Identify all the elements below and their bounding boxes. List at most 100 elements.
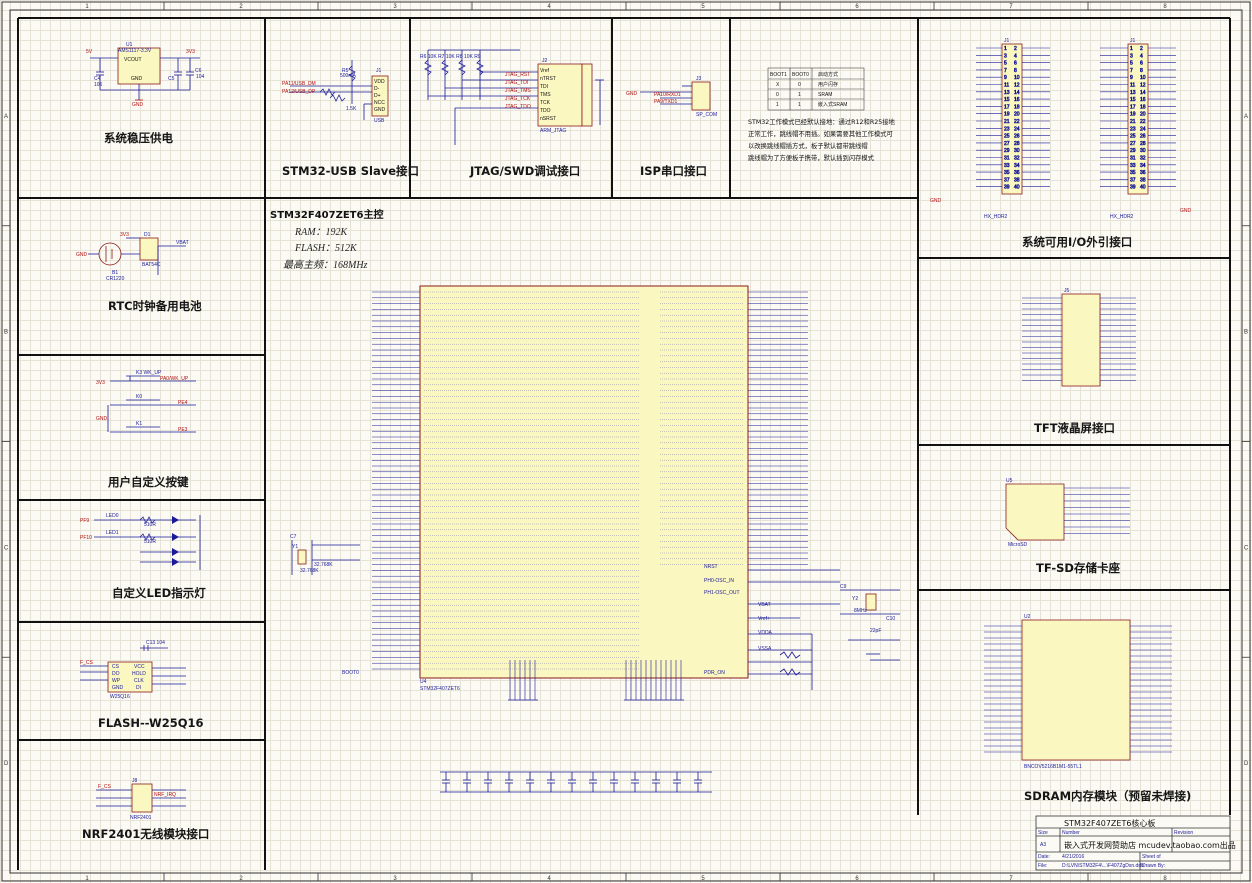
jtag-srst: nSRST: [540, 116, 556, 122]
io-pin-number: 12: [1014, 83, 1020, 89]
ruler-col-bottom: 6: [855, 876, 859, 882]
power-5v-label: 5V: [86, 49, 93, 55]
key-k1: K1: [136, 421, 142, 427]
ruler-row-left: B: [4, 330, 8, 336]
io-pin-number: 5: [1130, 61, 1133, 67]
rtc-vbat: VBAT: [176, 240, 189, 246]
mcu-right-label: PH1-OSC_OUT: [704, 590, 740, 596]
io-pin-number: 11: [1130, 83, 1135, 89]
mcu-right-label: C10: [886, 616, 895, 622]
titleblock-board: STM32F407ZET6核心板: [1064, 818, 1155, 828]
io-pin-number: 22: [1140, 119, 1146, 125]
led-pf10: PF10: [80, 535, 92, 541]
nrf-label: NRF2401: [130, 815, 152, 821]
boot-table-cell: 1: [798, 92, 801, 98]
io-pin-number: 13: [1130, 90, 1136, 96]
mcu-right-label: NRST: [704, 564, 718, 570]
io-hdr2-label: HX_HDR2: [1110, 214, 1134, 220]
io-pin-number: 1: [1130, 46, 1133, 52]
ruler-col-bottom: 2: [239, 876, 243, 882]
io-pin-number: 27: [1130, 141, 1136, 147]
led-led1-net: LED1: [106, 530, 119, 536]
flash-vcc: VCC: [134, 664, 145, 670]
ruler-col-bottom: 5: [701, 876, 705, 882]
io-pin-number: 15: [1130, 97, 1136, 103]
jtag-circuit: [424, 49, 604, 145]
boot-table-cell: X: [776, 82, 780, 88]
io-pin-number: 8: [1014, 68, 1017, 74]
io-pin-number: 26: [1014, 134, 1020, 140]
flash-c13: C13 104: [146, 640, 165, 646]
mcu-right-label: BOOT0: [342, 670, 359, 676]
jtag-tdi-label: JTAG_TDI: [505, 80, 528, 86]
ruler-col-top: 8: [1163, 4, 1167, 10]
power-ams-label: AMS1117-3.3V: [118, 48, 152, 54]
power-regulator-circuit: [90, 47, 200, 101]
io-pin-number: 18: [1140, 104, 1146, 110]
io-pin-number: 36: [1140, 170, 1146, 176]
led-pf9: PF9: [80, 518, 89, 524]
io-pin-number: 39: [1130, 185, 1136, 191]
key-k3: K3 WK_UP: [136, 370, 162, 376]
io-pin-number: 17: [1130, 104, 1136, 110]
jtag-tdi: TDI: [540, 84, 548, 90]
io-pin-number: 4: [1140, 53, 1143, 59]
mcu-right-label: Y1: [292, 544, 298, 550]
io-pin-number: 16: [1014, 97, 1020, 103]
titleblock-date-label: Date:: [1038, 854, 1050, 860]
key-pe3-net: PE3: [178, 427, 188, 433]
ruler-col-top: 6: [855, 4, 859, 10]
isp-spcom: SP_COM: [696, 112, 717, 118]
io-pin-number: 38: [1014, 177, 1020, 183]
nrf-ce: F_CS: [98, 784, 111, 790]
io-pin-number: 26: [1140, 134, 1146, 140]
io-pin-number: 28: [1140, 141, 1146, 147]
flash-w25: W25Q16: [110, 694, 130, 700]
key-gnd: GND: [96, 416, 108, 422]
panel-title-flash: FLASH--W25Q16: [98, 716, 204, 730]
io-pin-number: 40: [1140, 185, 1146, 191]
rtc-crystal: [291, 540, 360, 575]
flash-do: DO: [112, 671, 120, 677]
io-pin-number: 4: [1014, 53, 1017, 59]
tft-connector: [1022, 293, 1136, 387]
io-pin-number: 5: [1004, 61, 1007, 67]
mcu-right-label: VBAT: [758, 602, 771, 608]
flash-cs: CS: [112, 664, 120, 670]
sdram-chip: [984, 619, 1172, 761]
panel-title-io: 系统可用I/O外引接口: [1022, 235, 1132, 249]
io-pin-number: 15: [1004, 97, 1010, 103]
mcu-right-label: 32.768K: [300, 568, 319, 574]
usb-j1: J1: [376, 68, 382, 74]
titleblock-date: 4/21/2016: [1062, 854, 1084, 860]
jtag-arm-label: ARM_JTAG: [540, 128, 566, 134]
boot-table-cell: 0: [776, 92, 779, 98]
jtag-tdo-label: JTAG_TDO: [505, 104, 531, 110]
io-pin-number: 14: [1140, 90, 1146, 96]
io-pin-number: 9: [1004, 75, 1007, 81]
io-pin-number: 29: [1130, 148, 1136, 154]
io-pin-number: 23: [1130, 126, 1136, 132]
io-pin-number: 21: [1130, 119, 1136, 125]
io-pin-number: 7: [1130, 68, 1133, 74]
key-pe4-net: PE4: [178, 400, 188, 406]
rtc-circuit: [88, 237, 186, 275]
mcu-support-circuits: [748, 569, 900, 690]
io-pin-number: 34: [1014, 163, 1020, 169]
sd-u5: U5: [1006, 478, 1013, 484]
io-pin-number: 25: [1004, 134, 1010, 140]
ruler-col-top: 7: [1009, 4, 1013, 10]
jtag-vref: Vref: [540, 68, 550, 74]
panel-title-isp: ISP串口接口: [640, 164, 707, 178]
usb-circuit: [290, 60, 389, 120]
io-pin-number: 8: [1140, 68, 1143, 74]
power-gnd-pin: GND: [131, 76, 143, 82]
keys-circuit: [107, 375, 196, 433]
usb-ncc-pin: NCC: [374, 100, 385, 106]
jtag-tck-label: JTAG_TCK: [505, 96, 531, 102]
decoupling-capacitors: [440, 771, 712, 793]
power-u1-label: U1: [126, 42, 133, 48]
io-pin-number: 1: [1004, 46, 1007, 52]
